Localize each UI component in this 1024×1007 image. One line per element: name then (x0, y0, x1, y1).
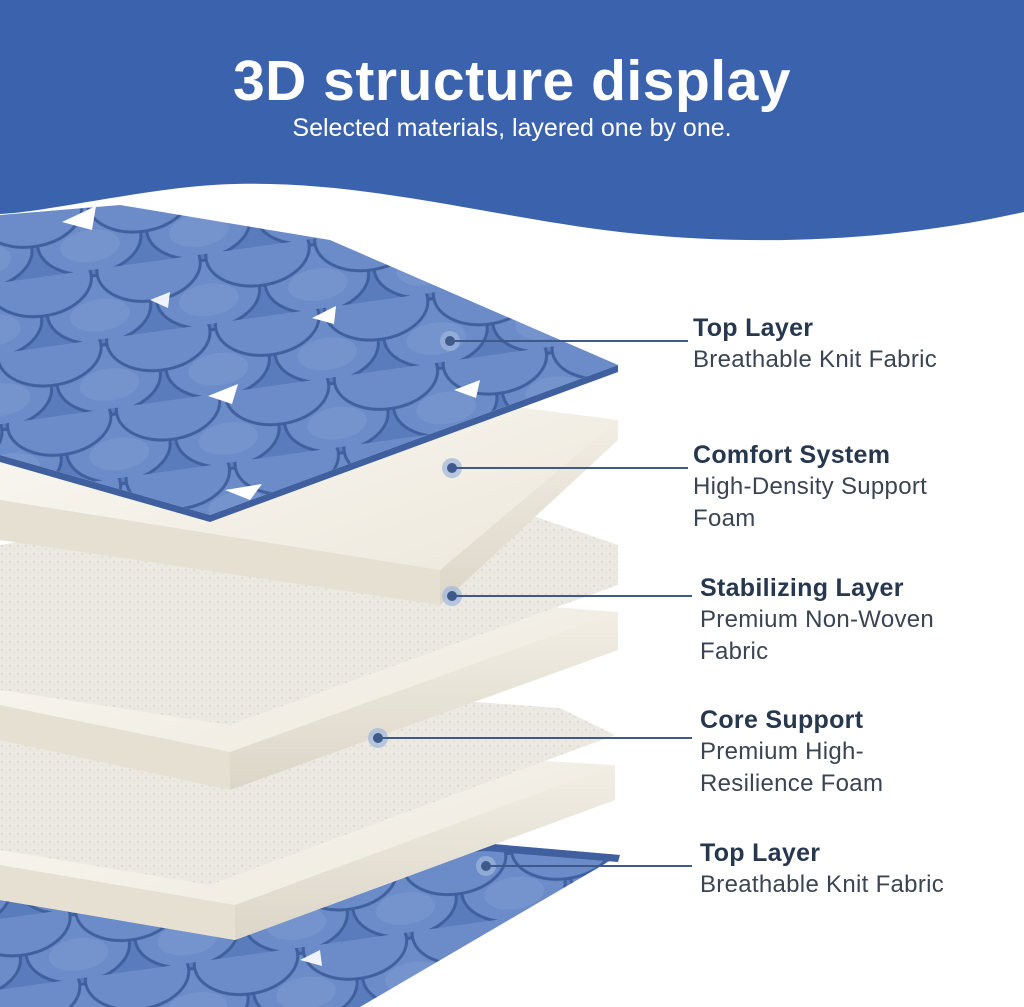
layer-label-comfort: Comfort System High-Density Support Foam (693, 439, 993, 535)
page-title: 3D structure display (232, 49, 791, 113)
layer-description: Premium Non-Woven Fabric (700, 606, 935, 665)
header-band (0, 0, 1024, 241)
layer-label-core: Core Support Premium High-Resilience Foa… (700, 704, 940, 800)
layer-title: Core Support (700, 706, 864, 734)
layer-title: Comfort System (693, 441, 891, 469)
layer-description: Breathable Knit Fabric (700, 871, 945, 898)
layer-description: High-Density Support Foam (693, 473, 928, 532)
layer-title: Top Layer (700, 839, 821, 867)
leader-lines (368, 331, 692, 876)
layer-title: Stabilizing Layer (700, 574, 904, 602)
top-fabric-layer (0, 205, 618, 522)
layer-label-stabilizing: Stabilizing Layer Premium Non-Woven Fabr… (700, 572, 1000, 668)
layer-description: Premium High-Resilience Foam (700, 738, 884, 797)
layer-label-top: Top Layer Breathable Knit Fabric (693, 312, 1013, 376)
page-subtitle: Selected materials, layered one by one. (292, 114, 732, 142)
layer-description: Breathable Knit Fabric (693, 346, 938, 373)
layer-title: Top Layer (693, 314, 814, 342)
layer-label-bottom: Top Layer Breathable Knit Fabric (700, 837, 1020, 901)
